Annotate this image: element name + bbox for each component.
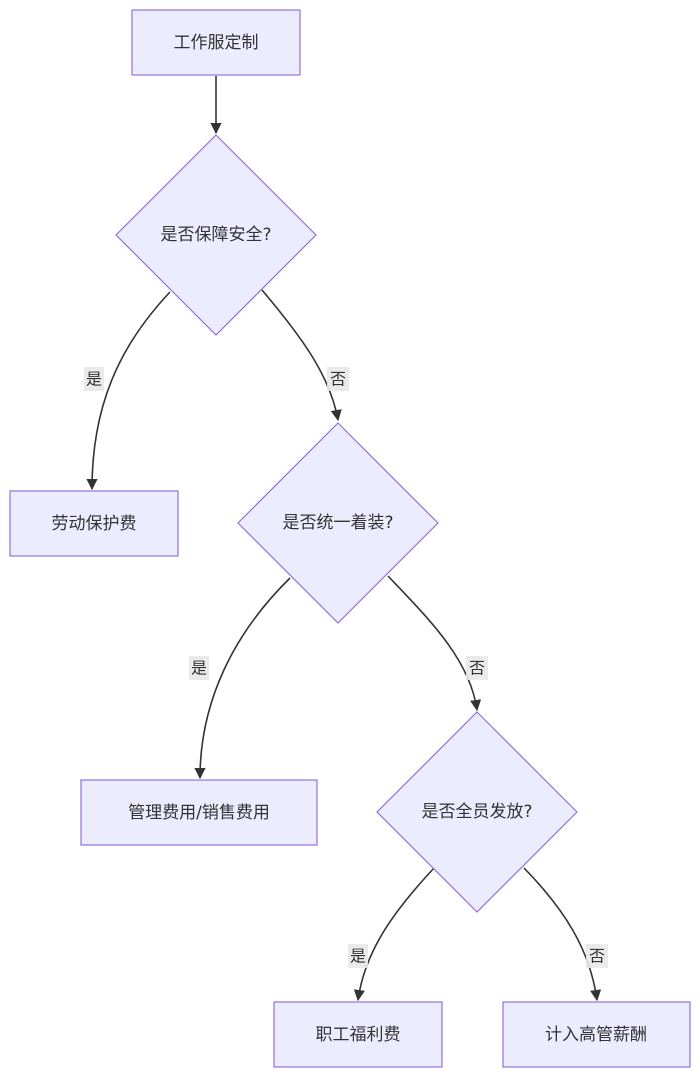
- edge-label-all-yes: 是: [350, 947, 366, 966]
- node-q-all-staff-label: 是否全员发放?: [421, 802, 532, 822]
- edge-uniform-no: [387, 575, 482, 712]
- node-q-safety-label: 是否保障安全?: [160, 225, 271, 245]
- edge-label-uniform-no: 否: [469, 659, 485, 678]
- node-start[interactable]: 工作服定制: [131, 9, 301, 76]
- edge-label-safety-yes: 是: [86, 370, 102, 389]
- edge-label-uniform-yes: 是: [191, 659, 207, 678]
- node-q-uniform[interactable]: 是否统一着装?: [237, 422, 439, 624]
- edge-all-no: [523, 867, 602, 1002]
- edge-label-all-no: 否: [589, 947, 605, 966]
- edge-uniform-yes: [194, 577, 291, 780]
- node-admin-sales-label: 管理费用/销售费用: [128, 803, 270, 823]
- node-admin-sales[interactable]: 管理费用/销售费用: [80, 779, 318, 846]
- node-labor-protection-label: 劳动保护费: [52, 514, 137, 534]
- edge-label-safety-no: 否: [330, 370, 346, 389]
- edge-safety-yes: [86, 291, 171, 491]
- node-start-label: 工作服定制: [174, 33, 259, 53]
- node-labor-protection[interactable]: 劳动保护费: [9, 490, 179, 557]
- node-exec-salary[interactable]: 计入高管薪酬: [502, 1001, 691, 1068]
- edge-all-yes: [353, 867, 435, 1002]
- node-welfare[interactable]: 职工福利费: [273, 1001, 443, 1068]
- node-q-safety[interactable]: 是否保障安全?: [115, 134, 317, 336]
- edge-labels: 是 否 是 否 是 否: [84, 367, 608, 968]
- node-q-all-staff[interactable]: 是否全员发放?: [376, 711, 578, 913]
- node-exec-salary-label: 计入高管薪酬: [545, 1025, 647, 1045]
- node-q-uniform-label: 是否统一着装?: [282, 513, 393, 533]
- nodes: 工作服定制 是否保障安全? 劳动保护费 是否统一着装? 管理费用/销售费用 是否…: [9, 9, 691, 1068]
- edge-safety-no: [261, 289, 342, 422]
- edges: [86, 76, 602, 1002]
- node-welfare-label: 职工福利费: [316, 1025, 401, 1045]
